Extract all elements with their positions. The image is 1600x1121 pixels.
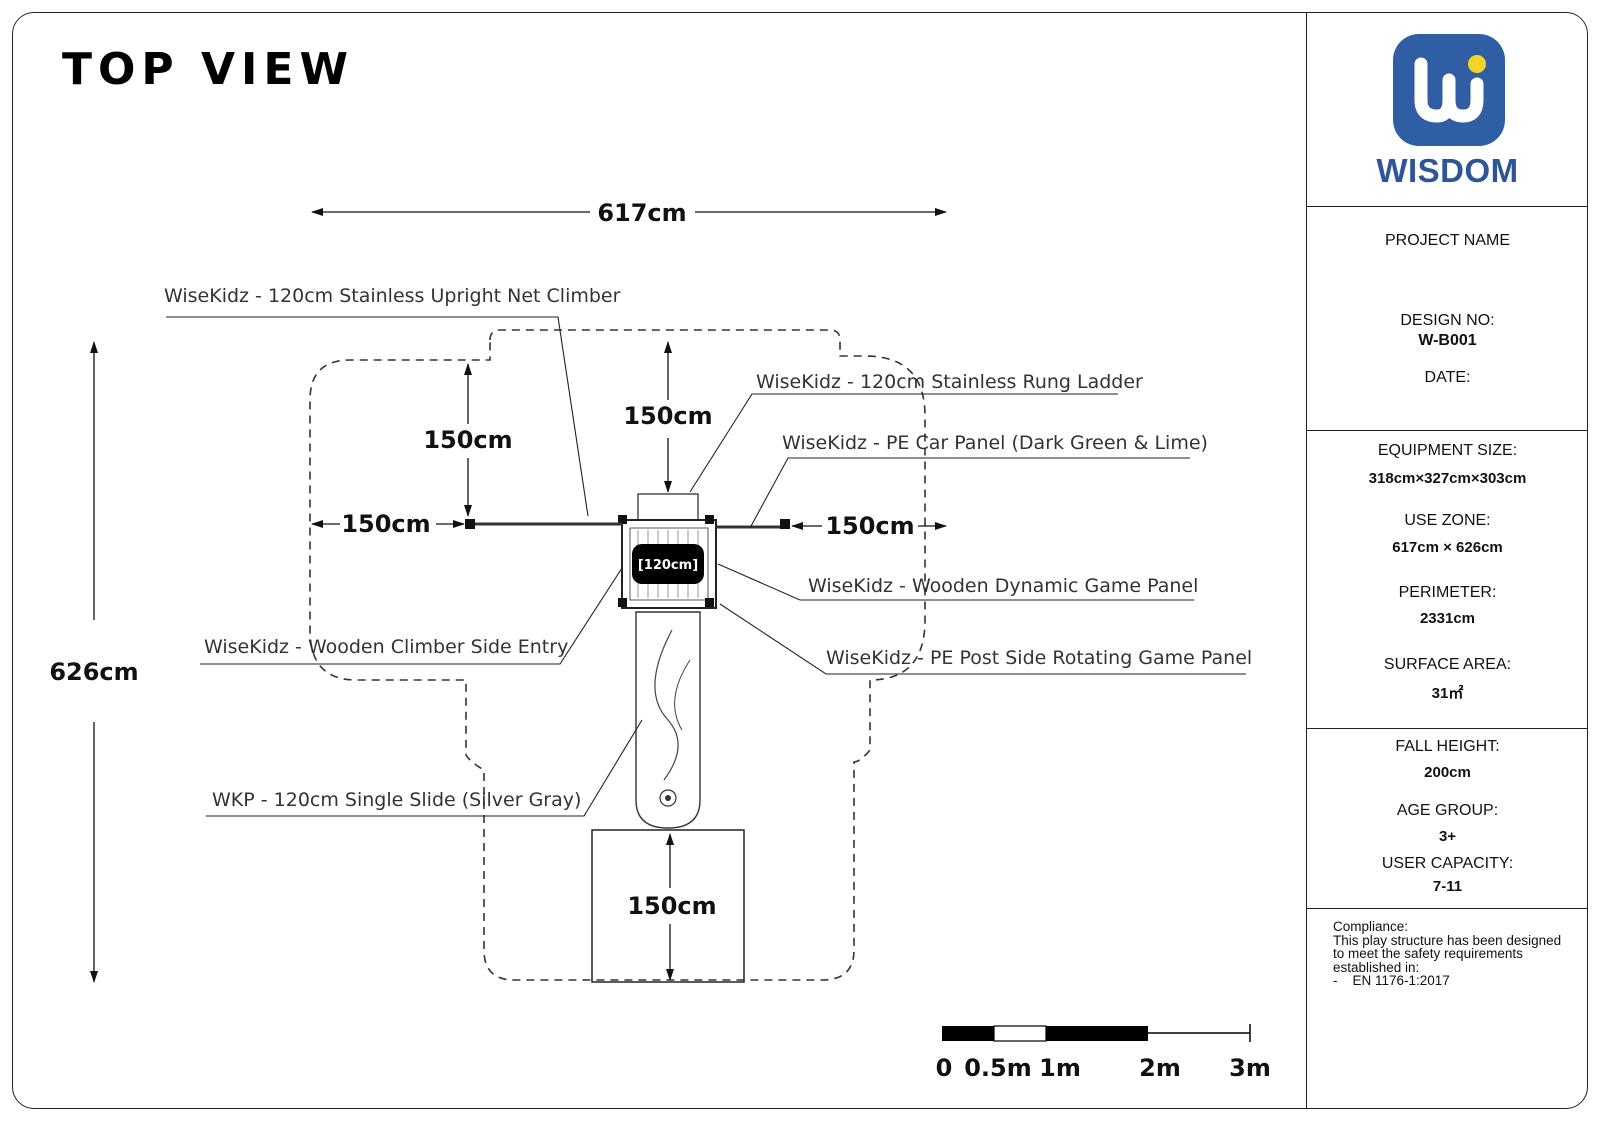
scale-label-0: 0: [936, 1054, 953, 1082]
compliance-line-5: - EN 1176-1:2017: [1333, 973, 1450, 988]
date-label: DATE:: [1424, 369, 1471, 386]
callout-single-slide: WKP - 120cm Single Slide (Silver Gray): [212, 789, 581, 811]
age-group-value: 3+: [1438, 828, 1457, 845]
use-zone-value: 617cm × 626cm: [1392, 539, 1503, 556]
drawing-frame: [12, 12, 1588, 1109]
tb-divider-4: [1307, 908, 1588, 909]
tb-divider-1: [1307, 206, 1588, 207]
perimeter-value: 2331cm: [1419, 610, 1476, 627]
slide-exit-circle: [659, 789, 677, 807]
slide-curve: [654, 629, 679, 781]
platform-height-label: [120cm]: [638, 558, 698, 573]
right-clearance-label: 150cm: [825, 512, 914, 540]
tower-inner: [629, 527, 709, 601]
tb-divider-3: [1307, 728, 1588, 729]
compliance-line-2: This play structure has been designed: [1333, 932, 1562, 948]
car-panel-end-post: [780, 519, 790, 529]
perimeter-label: PERIMETER:: [1398, 584, 1497, 601]
compliance-line-4: established in:: [1333, 959, 1420, 975]
wisdom-logo-icon: [1393, 34, 1505, 146]
tower-posts: [618, 515, 714, 607]
net-climber-end-post: [465, 519, 475, 529]
scale-bar: [942, 1024, 1251, 1042]
slide-exit-clearance-label: 150cm: [627, 892, 716, 920]
use-zone-outline: [309, 329, 926, 981]
top-clearance-label: 150cm: [623, 402, 712, 430]
fall-height-label: FALL HEIGHT:: [1395, 738, 1500, 755]
ladder-top-rail: [637, 493, 699, 523]
slide-landing-zone: [591, 829, 745, 983]
use-zone-label: USE ZONE:: [1404, 512, 1491, 529]
project-name-label: PROJECT NAME: [1384, 232, 1511, 249]
page-title: TOP VIEW: [62, 44, 354, 95]
surface-area-value: 31㎡: [1431, 685, 1464, 702]
user-capacity-label: USER CAPACITY:: [1381, 855, 1514, 872]
equipment-size-label: EQUIPMENT SIZE:: [1377, 442, 1518, 459]
slide-exit-dot: [665, 795, 671, 801]
overall-width-label: 617cm: [597, 199, 686, 227]
scale-label-3: 3m: [1229, 1054, 1271, 1082]
callout-rotating-game-panel: WiseKidz - PE Post Side Rotating Game Pa…: [826, 647, 1252, 669]
compliance-line-1: Compliance:: [1333, 919, 1409, 934]
user-capacity-value: 7-11: [1432, 878, 1463, 895]
scale-label-2: 2m: [1139, 1054, 1181, 1082]
design-no-value: W-B001: [1418, 332, 1477, 349]
age-group-label: AGE GROUP:: [1396, 802, 1499, 819]
slide-shape: [635, 611, 701, 829]
slide-curve-inner: [674, 659, 691, 731]
leader-lines: [166, 316, 1246, 817]
scale-label-1: 1m: [1039, 1054, 1081, 1082]
brand-name: WISDOM: [1376, 152, 1519, 189]
callout-net-climber: WiseKidz - 120cm Stainless Upright Net C…: [164, 285, 621, 307]
tb-divider-2: [1307, 430, 1588, 431]
callout-dynamic-game-panel: WiseKidz - Wooden Dynamic Game Panel: [808, 575, 1198, 597]
callout-car-panel: WiseKidz - PE Car Panel (Dark Green & Li…: [782, 432, 1208, 454]
compliance-line-3: to meet the safety requirements: [1333, 946, 1523, 961]
overall-height-label: 626cm: [49, 658, 138, 686]
compliance-note: Compliance: This play structure has been…: [1333, 920, 1583, 988]
fall-height-value: 200cm: [1424, 764, 1471, 781]
scale-label-0-5: 0.5m: [964, 1054, 1032, 1082]
logo-glyph: [1414, 55, 1486, 123]
platform-height-badge: [632, 544, 704, 584]
title-block: WISDOM PROJECT NAME DESIGN NO: W-B001 DA…: [1306, 12, 1588, 1109]
left-upper-clearance-label: 150cm: [423, 426, 512, 454]
callout-climber-side-entry: WiseKidz - Wooden Climber Side Entry: [204, 636, 568, 658]
callout-rung-ladder: WiseKidz - 120cm Stainless Rung Ladder: [756, 371, 1143, 393]
equipment-size-value: 318cm×327cm×303cm: [1368, 470, 1527, 487]
surface-area-label: SURFACE AREA:: [1383, 656, 1512, 673]
design-no-label: DESIGN NO:: [1400, 312, 1495, 329]
left-clearance-label: 150cm: [341, 510, 430, 538]
